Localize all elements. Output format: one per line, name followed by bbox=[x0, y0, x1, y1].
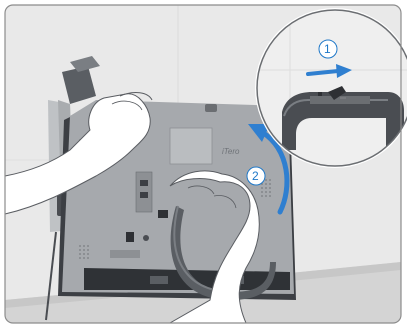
device-brand-label: iTero bbox=[222, 147, 240, 156]
step-2-number: 2 bbox=[252, 169, 259, 183]
step-2-marker: 2 bbox=[247, 167, 265, 185]
step-1-number: 1 bbox=[324, 42, 331, 56]
device-label-plate bbox=[170, 128, 212, 164]
step-1-marker: 1 bbox=[319, 40, 337, 58]
